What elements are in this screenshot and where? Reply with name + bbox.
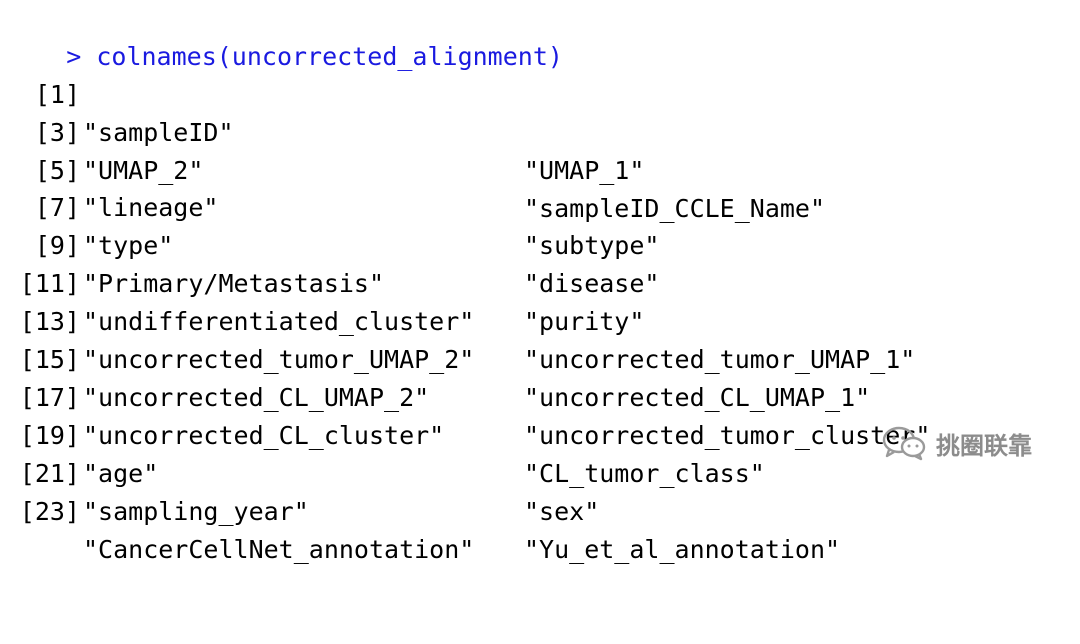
- vector-index: [17]: [19, 382, 80, 412]
- column-name: "sampling_year": [83, 496, 309, 526]
- column-name: "undifferentiated_cluster": [83, 307, 475, 337]
- output-row: [1] "sampleID" "UMAP_1": [6, 38, 1066, 185]
- output-row: [19] "age" "sex": [6, 379, 1066, 526]
- output-row: [9] "Primary/Metastasis" "purity": [6, 189, 1066, 336]
- column-name: "uncorrected_CL_cluster": [83, 420, 445, 450]
- output-row: [11] "undifferentiated_cluster" "uncorre…: [6, 227, 1066, 374]
- r-console-output: > colnames(uncorrected_alignment) [1] "s…: [6, 0, 1066, 564]
- column-name: "disease": [524, 269, 660, 299]
- output-row: [7] "type" "disease": [6, 152, 1066, 298]
- vector-index: [23]: [19, 496, 80, 526]
- column-name: "type": [83, 231, 174, 261]
- column-name: "CancerCellNet_annotation": [83, 534, 475, 564]
- output-row: [15] "uncorrected_CL_UMAP_2" "uncorrecte…: [6, 303, 1066, 450]
- column-name: "uncorrected_tumor_UMAP_1": [524, 345, 916, 375]
- command-line[interactable]: > colnames(uncorrected_alignment): [6, 0, 1066, 71]
- column-name: "sampleID": [83, 117, 234, 147]
- column-name: "lineage": [83, 193, 219, 223]
- output-row: [3] "UMAP_2" "sampleID_CCLE_Name": [6, 76, 1066, 223]
- column-name: "Yu_et_al_annotation": [524, 534, 841, 564]
- output-row: [13] "uncorrected_tumor_UMAP_2" "uncorre…: [6, 265, 1066, 412]
- output-row: [17] "uncorrected_CL_cluster" "CL_tumor_…: [6, 341, 1066, 488]
- vector-index: [19]: [19, 420, 80, 450]
- vector-index: [1]: [34, 79, 80, 109]
- vector-index: [15]: [19, 345, 80, 375]
- column-name: "sex": [524, 496, 600, 526]
- column-name: "UMAP_1": [524, 155, 645, 185]
- column-name: "uncorrected_CL_UMAP_1": [524, 382, 871, 412]
- command-text: colnames(uncorrected_alignment): [96, 41, 563, 71]
- column-name: "purity": [524, 307, 645, 337]
- vector-index: [9]: [34, 231, 80, 261]
- vector-index: [13]: [19, 307, 80, 337]
- vector-index: [3]: [34, 117, 80, 147]
- column-name: "uncorrected_CL_UMAP_2": [83, 382, 430, 412]
- watermark: 挑圈联靠: [880, 423, 1032, 463]
- column-name: "CL_tumor_class": [524, 458, 765, 488]
- column-name: "uncorrected_tumor_UMAP_2": [83, 345, 475, 375]
- prompt-symbol: >: [66, 41, 82, 71]
- column-name: "sampleID_CCLE_Name": [524, 193, 826, 223]
- column-name: "UMAP_2": [83, 155, 204, 185]
- vector-index: [5]: [34, 155, 80, 185]
- vector-index: [7]: [34, 193, 80, 223]
- vector-index: [21]: [19, 458, 80, 488]
- column-name: "Primary/Metastasis": [83, 269, 385, 299]
- output-row: [5] "lineage" "subtype": [6, 114, 1066, 261]
- column-name: "uncorrected_tumor_cluster": [524, 420, 931, 450]
- column-name: "age": [83, 458, 159, 488]
- wechat-icon: [882, 426, 926, 461]
- column-name: "subtype": [524, 231, 660, 261]
- watermark-text: 挑圈联靠: [936, 431, 1032, 460]
- vector-index: [11]: [19, 269, 80, 299]
